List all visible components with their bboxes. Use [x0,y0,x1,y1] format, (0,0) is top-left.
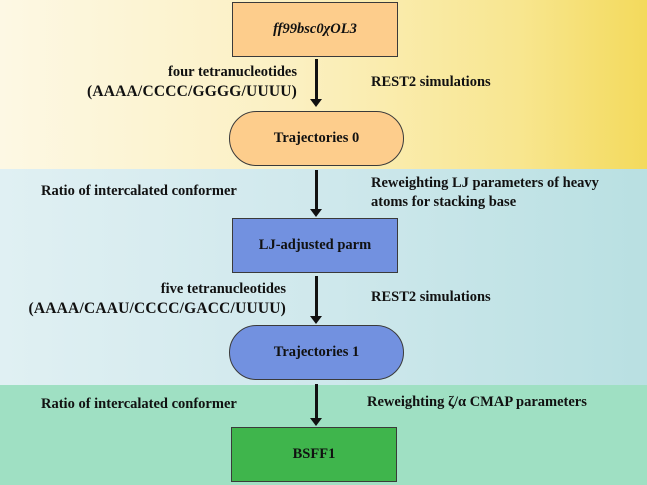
edge-1-left-label: four tetranucleotides (AAAA/CCCC/GGGG/UU… [87,63,297,101]
node-trajectories-1: Trajectories 1 [229,325,404,380]
arrow-down-icon [310,276,322,324]
edge-2-right-line-1: Reweighting LJ parameters of heavy [371,175,599,191]
arrow-down-icon [310,170,322,217]
edge-2-right-label: Reweighting LJ parameters of heavy atoms… [371,174,599,212]
edge-3-right-line-1: REST2 simulations [371,289,491,305]
edge-3-left-line-2: (AAAA/CAAU/CCCC/GACC/UUUU) [28,300,286,317]
edge-2-left-line-1: Ratio of intercalated conformer [41,183,237,199]
node-lj-adjusted-parm-label: LJ-adjusted parm [258,237,372,253]
edge-2-right-line-2: atoms for stacking base [371,194,517,210]
node-bsff1-label: BSFF1 [292,446,336,462]
node-trajectories-0-label: Trajectories 0 [273,130,360,146]
edge-4-right-line-1: Reweighting ζ/α CMAP parameters [367,394,587,410]
edge-3-right-label: REST2 simulations [371,288,491,307]
edge-1-left-line-2: (AAAA/CCCC/GGGG/UUUU) [87,83,297,100]
edge-4-right-label: Reweighting ζ/α CMAP parameters [367,393,587,412]
arrow-down-icon [310,59,322,107]
edge-3-left-label: five tetranucleotides (AAAA/CAAU/CCCC/GA… [29,280,286,318]
node-initial-forcefield: ff99bsc0χOL3 [232,2,398,57]
edge-4-left-label: Ratio of intercalated conformer [41,395,237,414]
node-lj-adjusted-parm: LJ-adjusted parm [232,218,398,273]
edge-4-left-line-1: Ratio of intercalated conformer [41,396,237,412]
edge-3-left-line-1: five tetranucleotides [160,281,286,297]
edge-2-left-label: Ratio of intercalated conformer [41,182,237,201]
edge-1-right-label: REST2 simulations [371,73,491,92]
node-trajectories-1-label: Trajectories 1 [273,344,360,360]
node-trajectories-0: Trajectories 0 [229,111,404,166]
edge-1-right-line-1: REST2 simulations [371,74,491,90]
arrow-down-icon [310,384,322,426]
node-initial-forcefield-label: ff99bsc0χOL3 [273,21,357,37]
node-bsff1: BSFF1 [231,427,397,482]
edge-1-left-line-1: four tetranucleotides [168,64,297,80]
